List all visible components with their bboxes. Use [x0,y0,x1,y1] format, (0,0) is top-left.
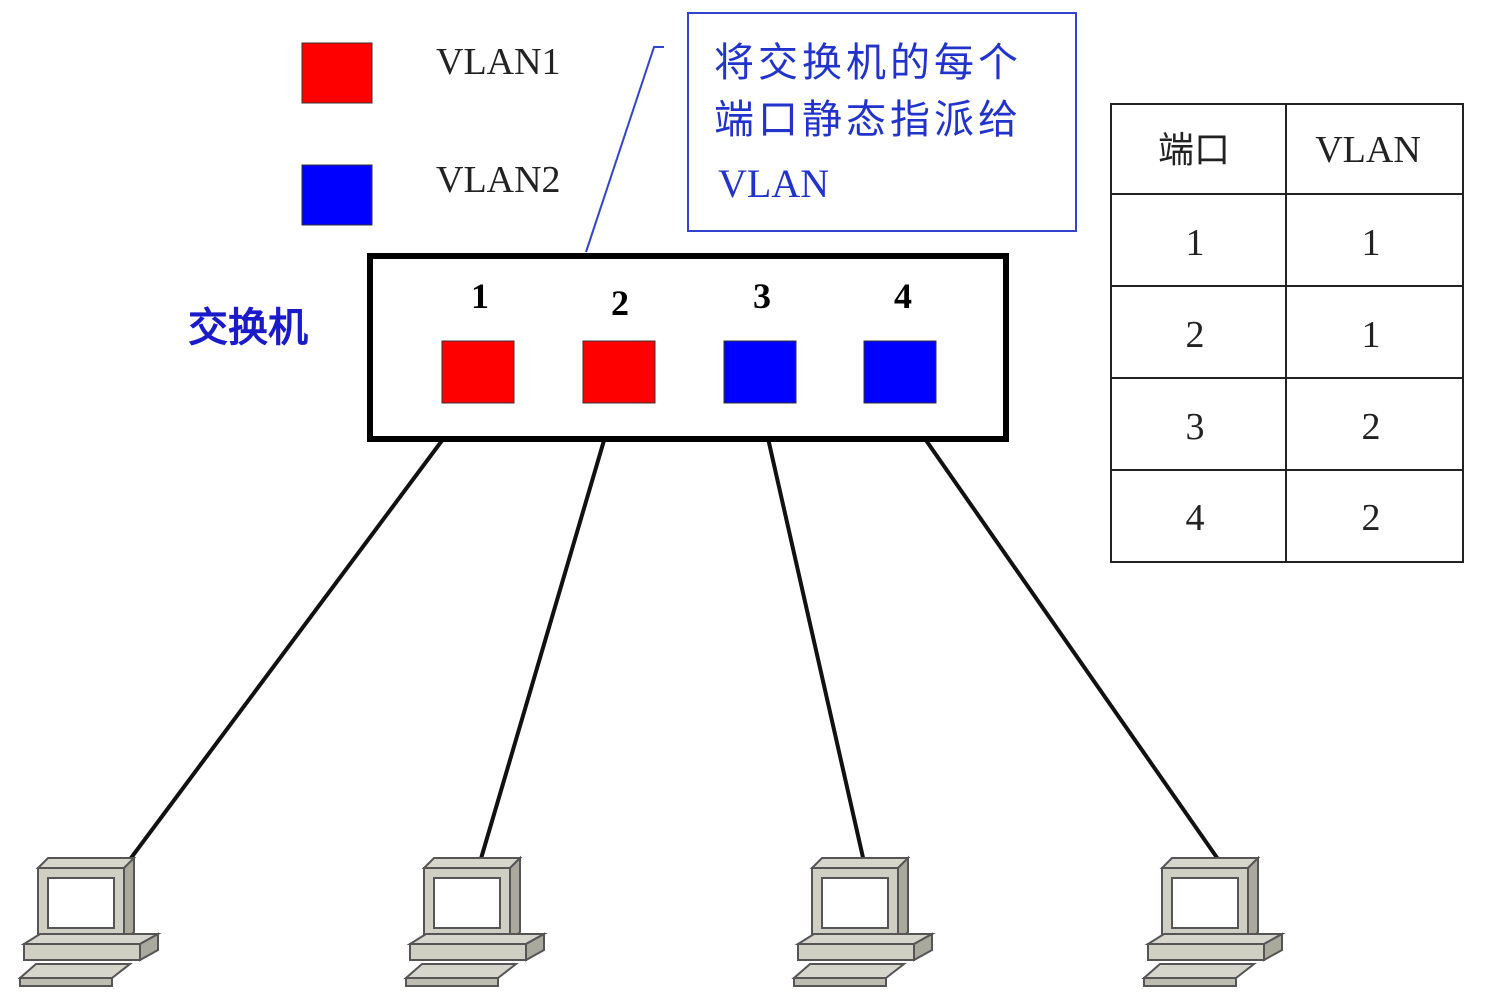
callout-line-3: VLAN [718,161,829,206]
port-vlan-table: 端口 VLAN 1 1 2 1 3 2 4 2 [1110,103,1464,563]
cable-4 [898,401,1222,864]
callout-line-1: 将交换机的每个 [714,40,1022,86]
table-cell: 1 [1362,222,1381,264]
legend-vlan2-swatch [301,164,373,226]
callout-pointer [585,46,664,253]
table-cell: 4 [1186,497,1205,539]
legend-vlan1-swatch [301,42,373,104]
port-2 [582,340,656,404]
port-2-number: 2 [611,283,629,323]
legend-vlan1-label: VLAN1 [436,41,561,83]
cable-3 [758,402,866,863]
cables [126,401,1222,864]
table-cell: 2 [1186,314,1205,356]
cable-2 [478,402,617,863]
port-1 [441,340,515,404]
computer-1-icon [19,857,159,987]
table-cell: 2 [1362,497,1381,539]
table-header-port: 端口 [1158,130,1230,171]
table-cell: 1 [1362,314,1381,356]
callout-box [687,12,1077,232]
cable-1 [126,401,472,864]
table-cell: 2 [1362,406,1381,448]
port-1-number: 1 [471,276,489,316]
computer-2-icon [405,857,545,987]
callout-line-2: 端口静态指派给 [714,97,1022,143]
port-4 [863,340,937,404]
switch-label: 交换机 [188,305,308,351]
computer-4-icon [1143,857,1283,987]
legend-vlan2-label: VLAN2 [436,159,561,201]
table-cell: 1 [1186,222,1205,264]
computer-3-icon [793,857,933,987]
table-cell: 3 [1186,406,1205,448]
port-4-number: 4 [894,276,912,316]
table-header-vlan: VLAN [1315,129,1421,171]
port-3-number: 3 [753,276,771,316]
port-3 [723,340,797,404]
